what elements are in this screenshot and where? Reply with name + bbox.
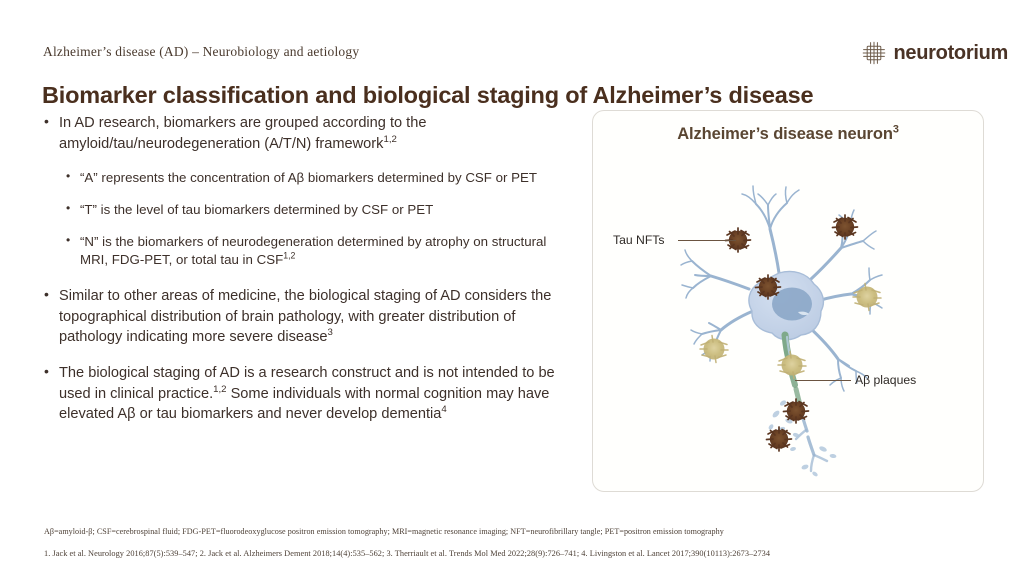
bullet-item: The biological staging of AD is a resear…	[42, 362, 562, 425]
bullet-item: Similar to other areas of medicine, the …	[42, 285, 562, 348]
neurotorium-grid-logo-icon	[861, 40, 887, 66]
abeta-plaques-leader-line	[795, 380, 851, 381]
sub-bullet-text: “A” represents the concentration of Aβ b…	[80, 170, 537, 186]
neuron-figure-panel: Alzheimer’s disease neuron3	[592, 110, 984, 492]
figure-title: Alzheimer’s disease neuron3	[593, 123, 983, 144]
figure-title-text: Alzheimer’s disease neuron	[677, 125, 893, 143]
citation-ref: 1,2	[383, 133, 397, 145]
sub-bullet-text: “N” is the biomarkers of neurodegenerati…	[80, 233, 547, 268]
citation-ref: 3	[327, 327, 333, 339]
sub-bullet-item: “T” is the level of tau biomarkers deter…	[64, 200, 562, 220]
abeta-plaques-callout: Aβ plaques	[855, 373, 917, 387]
tau-nfts-callout: Tau NFTs	[613, 233, 665, 247]
brand-name: neurotorium	[893, 41, 1009, 64]
citation-ref: 4	[441, 404, 447, 416]
citation-ref: 3	[892, 123, 899, 136]
abbreviations-footnote: Aβ=amyloid-β; CSF=cerebrospinal fluid; F…	[44, 527, 724, 536]
brand-logo: neurotorium	[861, 40, 1008, 66]
neuron-illustration: Tau NFTs Aβ plaques	[593, 149, 985, 491]
bullet-text-cont: Some individuals with normal cognition m…	[59, 385, 550, 423]
bullet-text: The biological staging of AD is a resear…	[59, 365, 555, 402]
sub-bullet-list: “A” represents the concentration of Aβ b…	[42, 168, 562, 270]
sub-bullet-text: “T” is the level of tau biomarkers deter…	[80, 202, 434, 218]
bullet-item: In AD research, biomarkers are grouped a…	[42, 112, 562, 154]
tau-nfts-leader-line	[678, 240, 736, 241]
sub-bullet-item: “A” represents the concentration of Aβ b…	[64, 168, 562, 188]
citation-ref: 1,2	[213, 383, 227, 395]
slide-eyebrow: Alzheimer’s disease (AD) – Neurobiology …	[43, 44, 360, 59]
references-footnote: 1. Jack et al. Neurology 2016;87(5):539–…	[44, 549, 771, 558]
bullet-text: Similar to other areas of medicine, the …	[59, 287, 552, 346]
citation-ref: 1,2	[283, 250, 296, 261]
sub-bullet-item: “N” is the biomarkers of neurodegenerati…	[64, 232, 562, 270]
bullet-text: In AD research, biomarkers are grouped a…	[59, 115, 427, 152]
slide-body: In AD research, biomarkers are grouped a…	[42, 112, 562, 440]
page-title: Biomarker classification and biological …	[42, 81, 814, 108]
